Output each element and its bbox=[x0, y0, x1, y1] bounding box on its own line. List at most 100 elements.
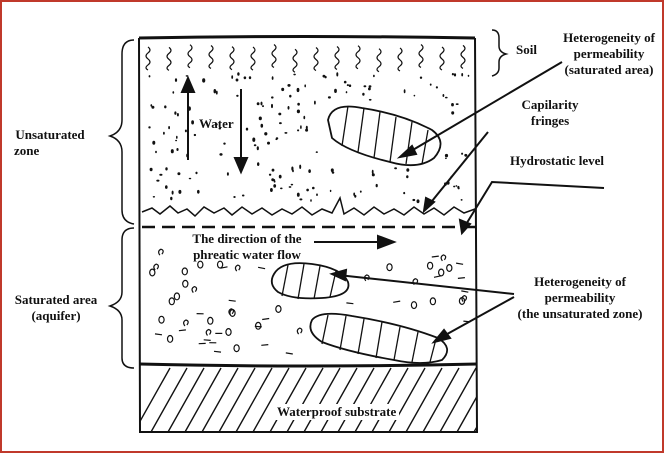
aquifer-mark bbox=[150, 269, 155, 276]
aquifer-mark bbox=[229, 300, 236, 301]
soil-dot bbox=[172, 191, 174, 195]
soil-dot bbox=[165, 185, 168, 189]
aquifer-mark bbox=[258, 267, 265, 268]
soil-dot bbox=[364, 85, 367, 87]
lens-saturated-1 bbox=[272, 263, 349, 299]
hatch-line bbox=[372, 368, 408, 432]
soil-dot bbox=[267, 142, 270, 145]
hatch-line bbox=[236, 368, 272, 432]
hatch-line bbox=[355, 368, 391, 432]
soil-squiggle bbox=[314, 48, 318, 71]
aquifer-mark bbox=[458, 278, 465, 279]
soil-dot bbox=[458, 187, 460, 189]
soil-dot bbox=[368, 87, 371, 90]
soil-dot bbox=[292, 170, 294, 173]
hatch-line bbox=[304, 368, 340, 432]
soil-dot bbox=[443, 94, 445, 97]
soil-dot bbox=[197, 190, 200, 194]
hatch-line bbox=[253, 368, 289, 432]
soil-dot bbox=[274, 181, 276, 183]
soil-dot bbox=[151, 106, 154, 109]
soil-dot bbox=[306, 126, 308, 130]
aquifer-mark bbox=[159, 316, 164, 323]
hatch-line bbox=[423, 368, 459, 432]
soil-dot bbox=[170, 197, 172, 200]
soil-dot bbox=[233, 196, 235, 198]
soil-dot bbox=[271, 178, 274, 181]
aquifer-mark bbox=[154, 264, 159, 270]
soil-dot bbox=[219, 153, 222, 156]
aquifer-mark bbox=[430, 298, 435, 305]
aquifer-mark bbox=[262, 319, 269, 320]
label-line: (aquifer) bbox=[6, 308, 106, 324]
aquifer-mark bbox=[208, 317, 213, 324]
soil-dot bbox=[172, 91, 174, 94]
soil-dot bbox=[185, 130, 187, 133]
soil-dot bbox=[406, 168, 409, 172]
soil-dot bbox=[202, 78, 205, 82]
soil-texture bbox=[146, 44, 465, 72]
soil-dot bbox=[227, 172, 229, 175]
soil-dot bbox=[306, 189, 309, 192]
label-line: Capilarity bbox=[512, 97, 588, 113]
soil-dot bbox=[461, 73, 463, 76]
soil-dot bbox=[445, 158, 447, 160]
soil-dot bbox=[272, 76, 274, 80]
soil-top-line bbox=[139, 37, 475, 39]
soil-dot bbox=[271, 104, 273, 108]
soil-dot bbox=[159, 174, 162, 176]
aquifer-mark bbox=[393, 301, 400, 302]
soil-dot bbox=[171, 149, 174, 153]
soil-dot bbox=[287, 84, 290, 87]
label-line: Heterogeneity of bbox=[506, 274, 654, 290]
label-waterproof-substrate: Waterproof substrate bbox=[274, 404, 399, 420]
soil-dot bbox=[454, 73, 456, 76]
soil-dot bbox=[149, 75, 151, 77]
brace-saturated bbox=[110, 228, 134, 368]
label-heterogeneity-saturated: Heterogeneity of permeability (saturated… bbox=[555, 30, 663, 78]
soil-dot bbox=[176, 136, 178, 139]
label-soil: Soil bbox=[516, 42, 537, 58]
soil-dot bbox=[360, 191, 362, 193]
label-heterogeneity-unsaturated: Heterogeneity of permeability (the unsat… bbox=[506, 274, 654, 322]
aquifer-mark bbox=[234, 345, 239, 352]
soil-dot bbox=[257, 162, 259, 166]
hatch-line bbox=[321, 368, 357, 432]
soil-dot bbox=[304, 84, 306, 87]
soil-dot bbox=[451, 103, 454, 106]
soil-dot bbox=[246, 128, 248, 131]
aquifer-mark bbox=[447, 265, 452, 272]
soil-dot bbox=[464, 154, 467, 157]
soil-dot bbox=[237, 72, 239, 76]
flow-arrow bbox=[314, 236, 394, 248]
aquifer-mark bbox=[155, 334, 162, 335]
label-line: permeability bbox=[555, 46, 663, 62]
soil-dot bbox=[284, 132, 287, 134]
aquifer-mark bbox=[441, 255, 446, 261]
soil-dot bbox=[420, 77, 422, 79]
aquifer-mark bbox=[461, 291, 468, 292]
soil-dot bbox=[412, 199, 415, 201]
soil-dot bbox=[155, 151, 157, 153]
soil-dot bbox=[272, 169, 275, 172]
aquifer-mark bbox=[235, 265, 240, 271]
lens-unsaturated bbox=[328, 106, 441, 165]
soil-dot bbox=[214, 89, 217, 93]
soil-dot bbox=[289, 95, 291, 98]
soil-dot bbox=[403, 192, 405, 194]
soil-dot bbox=[362, 93, 364, 96]
soil-squiggle bbox=[398, 48, 402, 71]
soil-dot bbox=[288, 106, 290, 110]
soil-dot bbox=[165, 167, 167, 170]
aquifer-mark bbox=[439, 269, 444, 276]
soil-dot bbox=[297, 110, 300, 114]
soil-dot bbox=[346, 91, 348, 93]
label-line: The direction of the bbox=[182, 231, 312, 247]
soil-dot bbox=[373, 75, 375, 78]
soil-dot bbox=[310, 199, 312, 202]
label-unsaturated-zone: Unsaturated zone bbox=[10, 127, 90, 159]
aquifer-mark bbox=[183, 280, 188, 287]
aquifer-mark bbox=[387, 264, 392, 271]
soil-dot bbox=[456, 103, 459, 105]
